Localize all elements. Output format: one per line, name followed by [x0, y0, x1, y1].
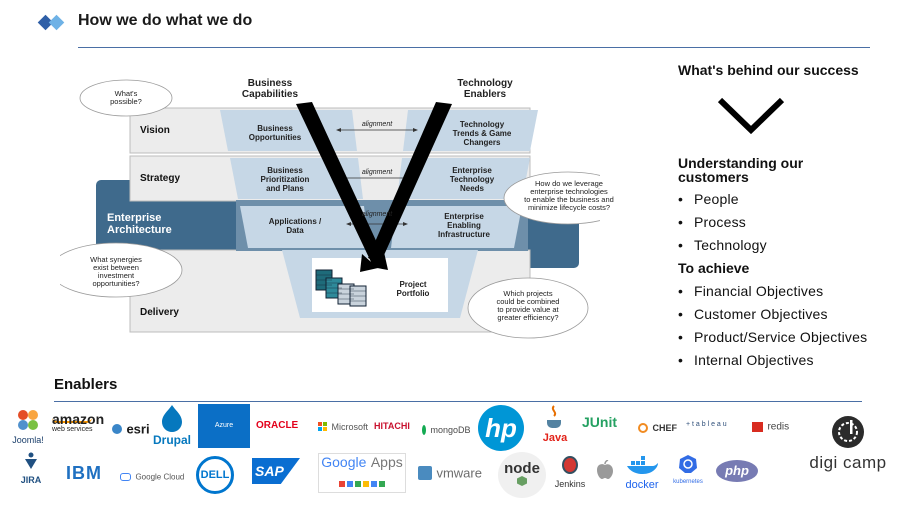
- objectives-list: Financial Objectives Customer Objectives…: [678, 280, 867, 372]
- jenkins-butler-icon: [562, 456, 578, 474]
- alignment-label-architecture: alignment: [361, 211, 393, 218]
- logo-diamond-light-icon: [48, 14, 65, 31]
- php-logo: php: [716, 460, 758, 482]
- list-item: People: [678, 188, 767, 211]
- row-enterprise-architecture: Enterprise Architecture: [107, 212, 172, 236]
- jira-icon: [25, 452, 37, 469]
- row-vision: Vision: [140, 125, 170, 136]
- docker-whale-icon: [627, 456, 658, 474]
- enablers-title: Enablers: [54, 376, 118, 393]
- apps-icons-row: [319, 474, 405, 492]
- column-technology-enablers: Technology Enablers: [457, 78, 513, 100]
- list-item: Technology: [678, 234, 767, 257]
- section-to-achieve: To achieve: [678, 260, 750, 276]
- redis-cube-icon: [752, 421, 763, 432]
- vmware-squares-icon: [418, 465, 432, 480]
- oracle-logo: ORACLE: [256, 420, 299, 431]
- page-title: How we do what we do: [78, 12, 253, 29]
- list-item: Internal Objectives: [678, 349, 867, 372]
- column-business-capabilities: Business Capabilities: [241, 78, 299, 100]
- kubernetes-logo: kubernetes: [668, 454, 708, 485]
- chef-logo: CHEF: [638, 419, 677, 437]
- cloud-projects-combined: Which projects could be combined to prov…: [496, 289, 560, 322]
- cloud-icon: [120, 472, 131, 481]
- google-apps-logo: Google Apps: [318, 453, 406, 493]
- drupal-logo: Drupal: [152, 404, 192, 447]
- cell-applications-data: Applications / Data: [268, 217, 322, 235]
- junit-logo: JUnit: [582, 414, 617, 430]
- java-logo: Java: [540, 404, 570, 444]
- leaf-icon: [422, 424, 426, 435]
- node-hexagon-icon: [517, 476, 527, 486]
- alignment-label-vision: alignment: [361, 121, 393, 128]
- esri-logo: esri: [112, 420, 150, 438]
- cloud-synergies: What synergies exist between investment …: [90, 255, 142, 288]
- apple-icon: [596, 459, 614, 485]
- digicamp-logo: digi camp: [804, 414, 892, 473]
- cell-enterprise-enabling-infrastructure: Enterprise Enabling Infrastructure: [437, 212, 490, 239]
- section-understanding-customers: Understanding our customers: [678, 155, 804, 185]
- globe-icon: [112, 423, 122, 434]
- vmware-logo: vmware: [418, 464, 482, 482]
- kubernetes-wheel-icon: [679, 455, 697, 473]
- hitachi-logo: HITACHI: [374, 421, 410, 431]
- docker-logo: docker: [622, 456, 662, 491]
- coffee-cup-icon: [547, 405, 561, 428]
- chevron-down-icon: [716, 96, 786, 136]
- diagram-graphic: [60, 79, 600, 339]
- list-item: Customer Objectives: [678, 303, 867, 326]
- microsoft-logo: Microsoft: [318, 418, 368, 436]
- cell-business-opportunities: Business Opportunities: [248, 124, 302, 142]
- digicamp-mark-icon: [832, 416, 864, 448]
- drupal-drop-icon: [162, 405, 182, 432]
- google-cloud-logo: Google Cloud: [120, 468, 184, 486]
- sap-logo: SAP: [252, 458, 300, 484]
- cloud-whats-possible: What's possible?: [110, 89, 142, 106]
- jenkins-logo: Jenkins: [552, 456, 588, 489]
- row-strategy: Strategy: [140, 173, 181, 184]
- row-delivery: Delivery: [140, 307, 179, 318]
- list-item: Financial Objectives: [678, 280, 867, 303]
- dell-logo: DELL: [196, 456, 234, 494]
- enablers-divider: [54, 401, 862, 402]
- redis-logo: redis: [752, 418, 789, 436]
- hp-logo: hp: [478, 405, 524, 451]
- list-item: Process: [678, 211, 767, 234]
- alignment-label-strategy: alignment: [361, 169, 393, 176]
- project-portfolio-label: Project Portfolio: [396, 280, 430, 298]
- nodejs-logo: node: [498, 452, 546, 498]
- tableau-logo: + t a b l e a u: [686, 421, 727, 428]
- joomla-icon: [18, 410, 38, 430]
- capabilities-diagram: Business Capabilities Technology Enabler…: [60, 72, 614, 340]
- amazon-logo: amazon web services: [52, 411, 105, 433]
- cell-enterprise-technology-needs: Enterprise Technology Needs: [449, 166, 495, 193]
- header-logo: [37, 14, 68, 32]
- cloud-leverage-technologies: How do we leverage enterprise technologi…: [524, 179, 614, 212]
- windows-icon: [318, 422, 327, 432]
- cell-business-prioritization: Business Prioritization and Plans: [260, 166, 310, 193]
- joomla-logo: Joomla!: [6, 408, 50, 445]
- azure-logo: Azure: [198, 404, 250, 448]
- mongodb-logo: mongoDB: [422, 421, 470, 439]
- customers-list: People Process Technology: [678, 188, 767, 257]
- success-title: What's behind our success: [678, 62, 859, 78]
- jira-logo: JIRA: [16, 452, 46, 485]
- cell-technology-trends: Technology Trends & Game Changers: [452, 120, 512, 147]
- list-item: Product/Service Objectives: [678, 326, 867, 349]
- ibm-logo: IBM: [66, 463, 102, 483]
- chef-circle-icon: [638, 422, 648, 433]
- header-divider: [78, 47, 870, 48]
